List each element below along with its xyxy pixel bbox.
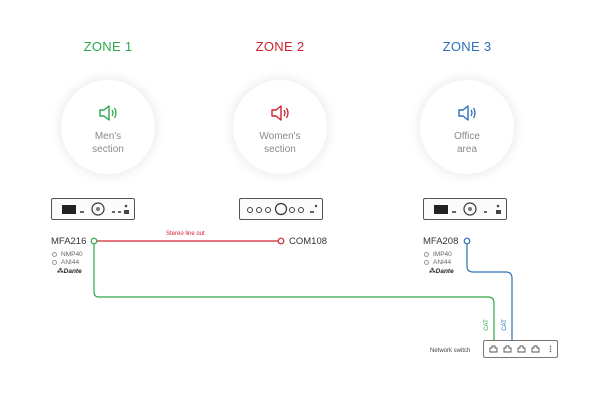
com108-device bbox=[239, 198, 323, 220]
zone-1-title: ZONE 1 bbox=[83, 39, 133, 54]
mfa208-option-1: IMP40 bbox=[424, 251, 452, 258]
mfa216-option-2: ANI44 bbox=[52, 259, 79, 266]
mfa216-name: MFA216 bbox=[51, 236, 87, 247]
zone-1-label: Men's section bbox=[92, 131, 124, 155]
ethernet-port-icon bbox=[489, 345, 498, 353]
com108-front-panel bbox=[247, 202, 318, 216]
cat-label-zone3: CAT bbox=[501, 319, 508, 331]
mfa216-port-node bbox=[90, 237, 98, 245]
mfa216-front-panel bbox=[62, 202, 129, 216]
zone-3-title: ZONE 3 bbox=[442, 39, 492, 54]
zone-2-circle: Women's section bbox=[233, 80, 327, 174]
zone-2-label: Women's section bbox=[259, 131, 301, 155]
cat-wire-zone1 bbox=[93, 244, 495, 342]
network-switch-label: Network switch bbox=[430, 348, 471, 354]
mfa208-front-panel bbox=[434, 202, 501, 216]
mfa208-port-node bbox=[463, 237, 471, 245]
mfa208-device bbox=[423, 198, 507, 220]
com108-name: COM108 bbox=[289, 236, 328, 247]
more-dots-icon bbox=[549, 345, 552, 353]
speaker-icon bbox=[271, 105, 289, 121]
speaker-icon bbox=[458, 105, 476, 121]
dante-logo: ⁂Dante bbox=[57, 268, 82, 275]
zone-2-title: ZONE 2 bbox=[255, 39, 305, 54]
network-switch bbox=[483, 340, 558, 358]
com108-port-node bbox=[277, 237, 285, 245]
zone-1-circle: Men's section bbox=[61, 80, 155, 174]
dante-logo: ⁂Dante bbox=[429, 268, 454, 275]
stereo-line-label: Stereo line out bbox=[166, 231, 205, 237]
ethernet-port-icon bbox=[503, 345, 512, 353]
speaker-icon bbox=[99, 105, 117, 121]
mfa216-device bbox=[51, 198, 135, 220]
cat-label-zone1: CAT bbox=[483, 319, 490, 331]
cat-wire-zone3 bbox=[466, 244, 513, 342]
mfa208-option-2: ANI44 bbox=[424, 259, 451, 266]
mfa216-option-1: NMP40 bbox=[52, 251, 83, 258]
ethernet-port-icon bbox=[531, 345, 540, 353]
mfa208-name: MFA208 bbox=[423, 236, 459, 247]
ethernet-port-icon bbox=[517, 345, 526, 353]
zone-3-circle: Office area bbox=[420, 80, 514, 174]
zone-3-label: Office area bbox=[454, 131, 480, 155]
